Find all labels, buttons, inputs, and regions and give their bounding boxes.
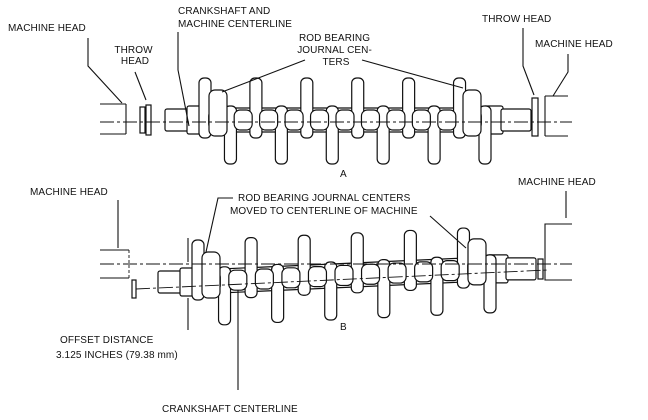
shaft-end-stub <box>157 270 183 294</box>
crank-web <box>427 105 441 165</box>
panel-b: MACHINE HEAD ROD BEARING JOURNAL CENTERS… <box>30 177 596 415</box>
bearing-journal <box>335 109 355 131</box>
crank-web <box>377 259 391 319</box>
bearing-journal <box>440 260 460 282</box>
bearing-journal <box>228 269 248 291</box>
crank-web <box>300 77 314 139</box>
crank-web <box>402 77 416 139</box>
rod-bearing-journal-centers-moved-label: ROD BEARING JOURNAL CENTERS MOVED TO CEN… <box>230 193 418 217</box>
crank-web <box>249 77 263 139</box>
crankshaft-b <box>157 227 537 326</box>
rod-journal-collar <box>467 238 487 286</box>
crank-web <box>403 229 417 292</box>
machine-head-left-b <box>100 249 130 279</box>
machine-head-right-a <box>544 95 568 137</box>
crank-web <box>324 261 338 321</box>
machine-head-right-label-b: MACHINE HEAD <box>518 177 596 188</box>
bearing-journal <box>387 262 407 284</box>
bearing-journal <box>411 109 431 131</box>
rod-journal-collar <box>201 251 221 299</box>
machine-head-left-a <box>100 103 127 135</box>
bearing-journal <box>284 109 304 131</box>
leaders-b <box>117 191 567 390</box>
bearing-journal <box>386 109 406 131</box>
throw-head-right-label-a: THROW HEAD <box>482 14 551 25</box>
bearing-journal <box>414 261 434 283</box>
bearing-journal <box>360 109 381 131</box>
shaft-end-stub <box>164 108 190 132</box>
crank-web <box>297 234 311 296</box>
throw-head-right-b <box>537 258 544 280</box>
crank-web <box>350 232 364 294</box>
rod-journal-collar <box>208 89 228 137</box>
bearing-journal <box>259 109 279 131</box>
bearing-journal <box>437 109 457 131</box>
bearing-journal <box>307 266 328 288</box>
bearing-journal <box>360 263 381 285</box>
bearing-journal <box>334 264 354 287</box>
crank-web <box>271 263 285 324</box>
offset-distance-label: OFFSET DISTANCE 3.125 INCHES (79.38 mm) <box>56 335 178 361</box>
bearing-journal <box>309 109 330 131</box>
panel-label-b: B <box>340 322 347 333</box>
crank-web <box>376 105 390 165</box>
bearing-journal <box>254 268 274 290</box>
machine-head-right-b <box>544 223 572 281</box>
leaders-a <box>87 28 569 127</box>
throw-head-left-label-a: THROW HEAD <box>114 45 155 67</box>
throw-head-right-a <box>531 97 539 137</box>
crank-web <box>351 77 365 139</box>
bearing-journal <box>281 267 301 289</box>
throw-head-left-b <box>131 279 137 299</box>
crankshaft-machine-centerline-label: CRANKSHAFT AND MACHINE CENTERLINE <box>178 6 292 30</box>
crankshaft-centerline-label: CRANKSHAFT CENTERLINE <box>162 404 298 415</box>
rod-journal-collar <box>462 89 482 137</box>
machine-head-left-label-a: MACHINE HEAD <box>8 23 86 34</box>
panel-label-a: A <box>340 169 347 180</box>
machine-head-right-label-a: MACHINE HEAD <box>535 39 613 50</box>
machine-head-left-label-b: MACHINE HEAD <box>30 187 108 198</box>
shaft-end-stub <box>505 257 537 281</box>
panel-a: MACHINE HEAD THROW HEAD CRANKSHAFT AND M… <box>8 6 613 180</box>
rod-bearing-journal-centers-label-a: ROD BEARING JOURNAL CEN- TERS <box>297 33 375 68</box>
crank-web <box>274 105 288 165</box>
crank-web <box>244 237 258 299</box>
shaft-end-stub <box>500 108 532 132</box>
crank-web <box>325 105 339 165</box>
throw-head-left-a <box>139 104 152 136</box>
crankshaft-a <box>164 77 532 165</box>
crank-web <box>430 256 444 316</box>
bearing-journal <box>233 109 253 131</box>
